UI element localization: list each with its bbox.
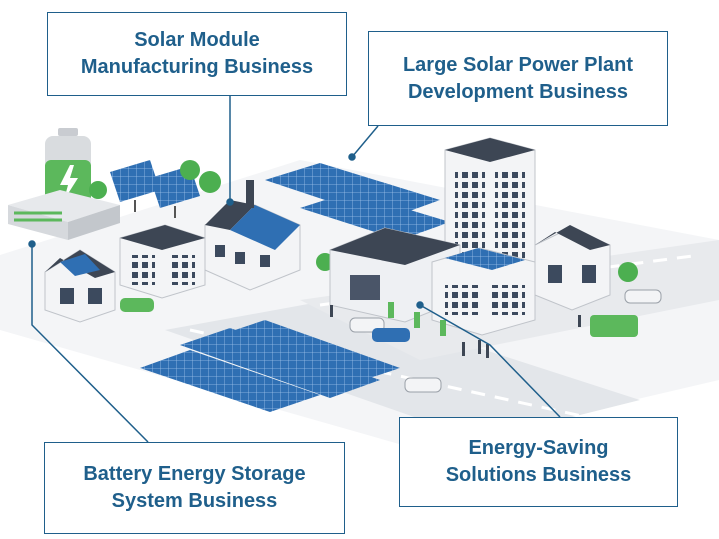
callout-line: Manufacturing Business (80, 56, 314, 78)
callout-line: Solar Module (134, 29, 260, 51)
warehouse-building (329, 227, 461, 323)
building-with-rooftop-solar (431, 247, 536, 336)
vehicles (120, 289, 662, 393)
house-right (534, 225, 611, 311)
office-building-left (119, 224, 206, 299)
house-left (44, 249, 116, 323)
callout-solar-module-manufacturing: Solar Module Manufacturing Business (47, 12, 347, 96)
callout-line: Development Business (407, 80, 629, 103)
solar-field-bottom (140, 320, 400, 412)
solar-field-top (265, 163, 450, 240)
callout-line: System Business (111, 490, 278, 512)
callout-line: Energy-Saving (468, 437, 609, 459)
callout-large-solar-power-plant: Large Solar Power Plant Development Busi… (368, 31, 668, 126)
ev-chargers (388, 302, 446, 336)
callout-energy-saving-solutions: Energy-Saving Solutions Business (399, 417, 678, 507)
callout-line: Solutions Business (445, 464, 632, 486)
battery-storage-containers (8, 190, 120, 240)
people (330, 305, 581, 358)
callout-line: Battery Energy Storage (83, 463, 306, 485)
callout-battery-energy-storage: Battery Energy Storage System Business (44, 442, 345, 534)
callout-line: Large Solar Power Plant (402, 53, 634, 76)
leader-lines (28, 96, 561, 443)
